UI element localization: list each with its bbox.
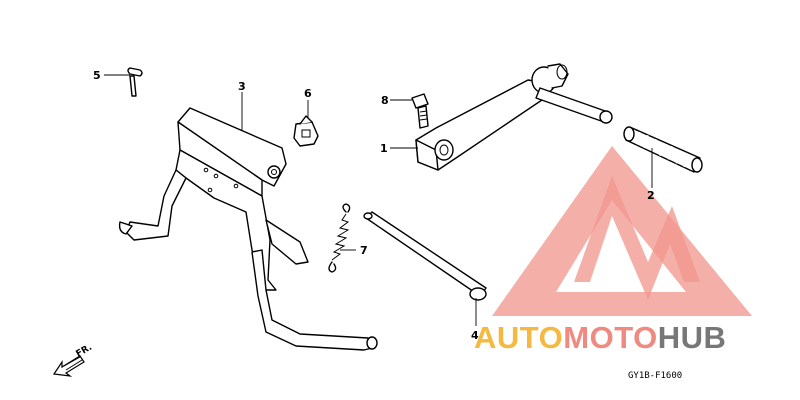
callout-4: 4 [471,329,479,342]
part-4-stand-shaft [363,211,487,301]
callout-7: 7 [360,244,368,257]
watermark-moto: MOTO [563,320,657,355]
watermark-auto: AUTO [474,320,563,355]
leader-lines [104,74,653,326]
part-7-stand-spring [328,203,351,273]
watermark-hub: HUB [658,320,727,355]
watermark-logo [492,146,752,316]
callout-3: 3 [238,80,246,93]
part-2-kick-rubber [623,126,703,173]
callout-8: 8 [381,94,389,107]
part-1-kick-starter-arm [415,63,613,171]
callout-5: 5 [93,69,101,82]
watermark-m-shape [574,176,700,300]
front-direction-arrow: FR. [52,343,94,377]
callout-6: 6 [304,87,312,100]
watermark-text: AUTOMOTOHUB [474,320,726,355]
part-8-bolt [411,93,429,129]
part-3-main-stand [118,107,378,351]
callout-1: 1 [380,142,388,155]
part-5-cotter-pin [127,67,143,97]
callout-2: 2 [647,189,655,202]
callout-numbers: 1 2 3 4 5 6 7 8 [93,69,655,342]
part-6-nut [293,115,319,147]
front-label: FR. [75,343,94,360]
drawing-code: GY1B-F1600 [628,371,682,381]
arrow-icon [52,355,85,377]
